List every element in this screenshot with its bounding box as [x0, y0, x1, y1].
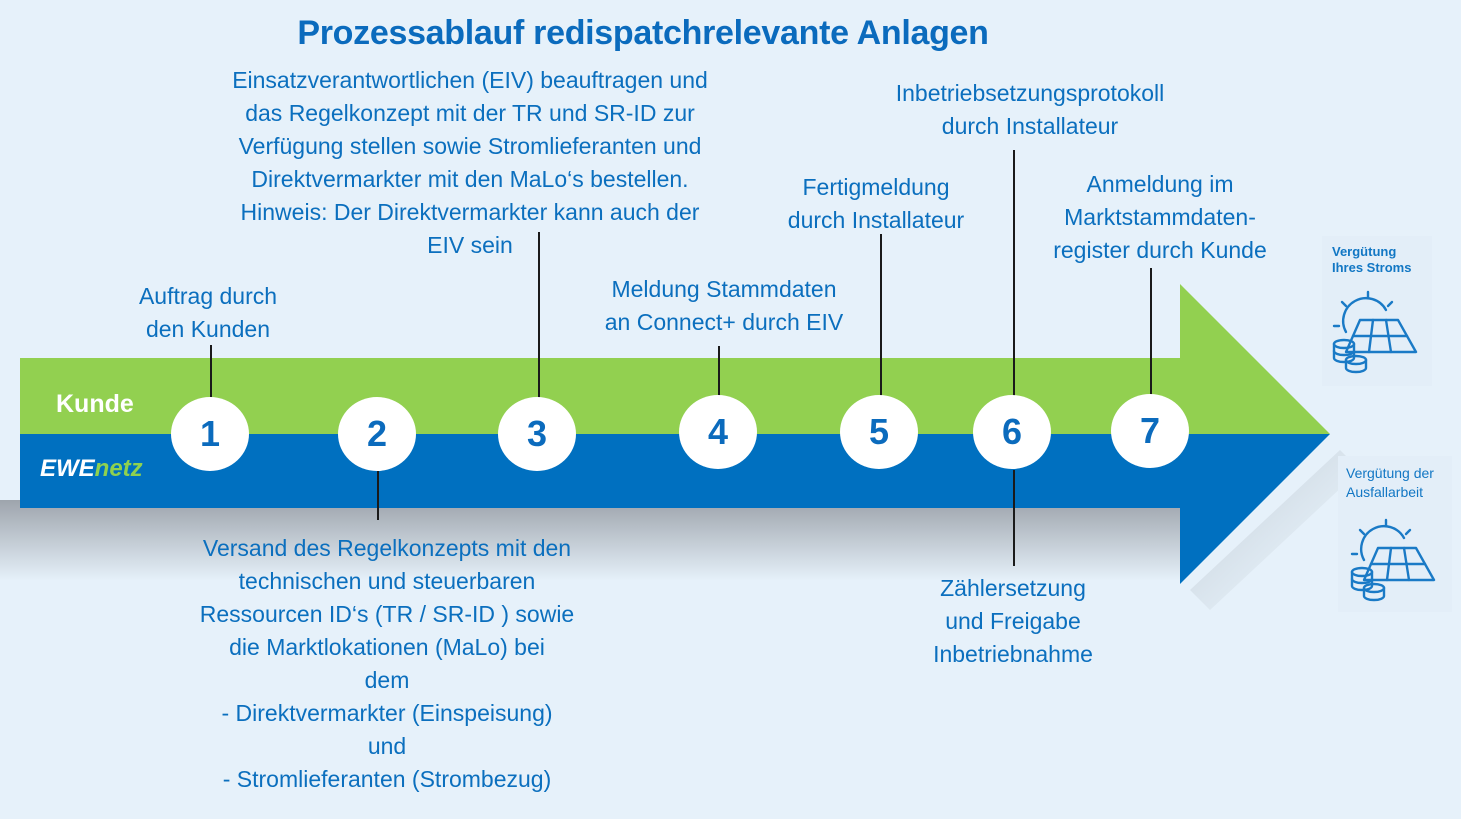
step-2-circle: 2	[338, 397, 416, 471]
connector-6-bottom	[1013, 470, 1015, 566]
step-7-circle: 7	[1111, 394, 1189, 468]
connector-4	[718, 346, 720, 396]
connector-7	[1150, 268, 1152, 396]
step-3-label: Einsatzverantwortlichen (EIV) beauftrage…	[232, 67, 708, 258]
connector-5	[880, 234, 882, 396]
step-6-label-bottom: Zählersetzung und Freigabe Inbetriebnahm…	[933, 575, 1093, 667]
connector-3	[538, 232, 540, 398]
lane-ewenetz	[20, 434, 1330, 584]
lane-label-kunde: Kunde	[56, 390, 134, 418]
step-6-circle: 6	[973, 395, 1051, 469]
page-title: Prozessablauf redispatchrelevante Anlage…	[297, 14, 989, 52]
solar-panel-coins-icon	[1332, 290, 1418, 374]
lane-label-ewenetz: EWEnetz	[40, 455, 143, 482]
step-1-circle: 1	[171, 397, 249, 471]
solar-panel-coins-icon	[1350, 518, 1436, 602]
connector-1	[210, 345, 212, 397]
step-4-circle: 4	[679, 395, 757, 469]
connector-6-top	[1013, 150, 1015, 396]
connector-2	[377, 470, 379, 520]
step-5-circle: 5	[840, 395, 918, 469]
step-2-label: Versand des Regelkonzepts mit den techni…	[199, 535, 575, 792]
arrow-shadow	[0, 500, 1180, 580]
step-3-circle: 3	[498, 397, 576, 471]
step-7-label: Anmeldung im Marktstammdaten- register d…	[1053, 171, 1267, 263]
